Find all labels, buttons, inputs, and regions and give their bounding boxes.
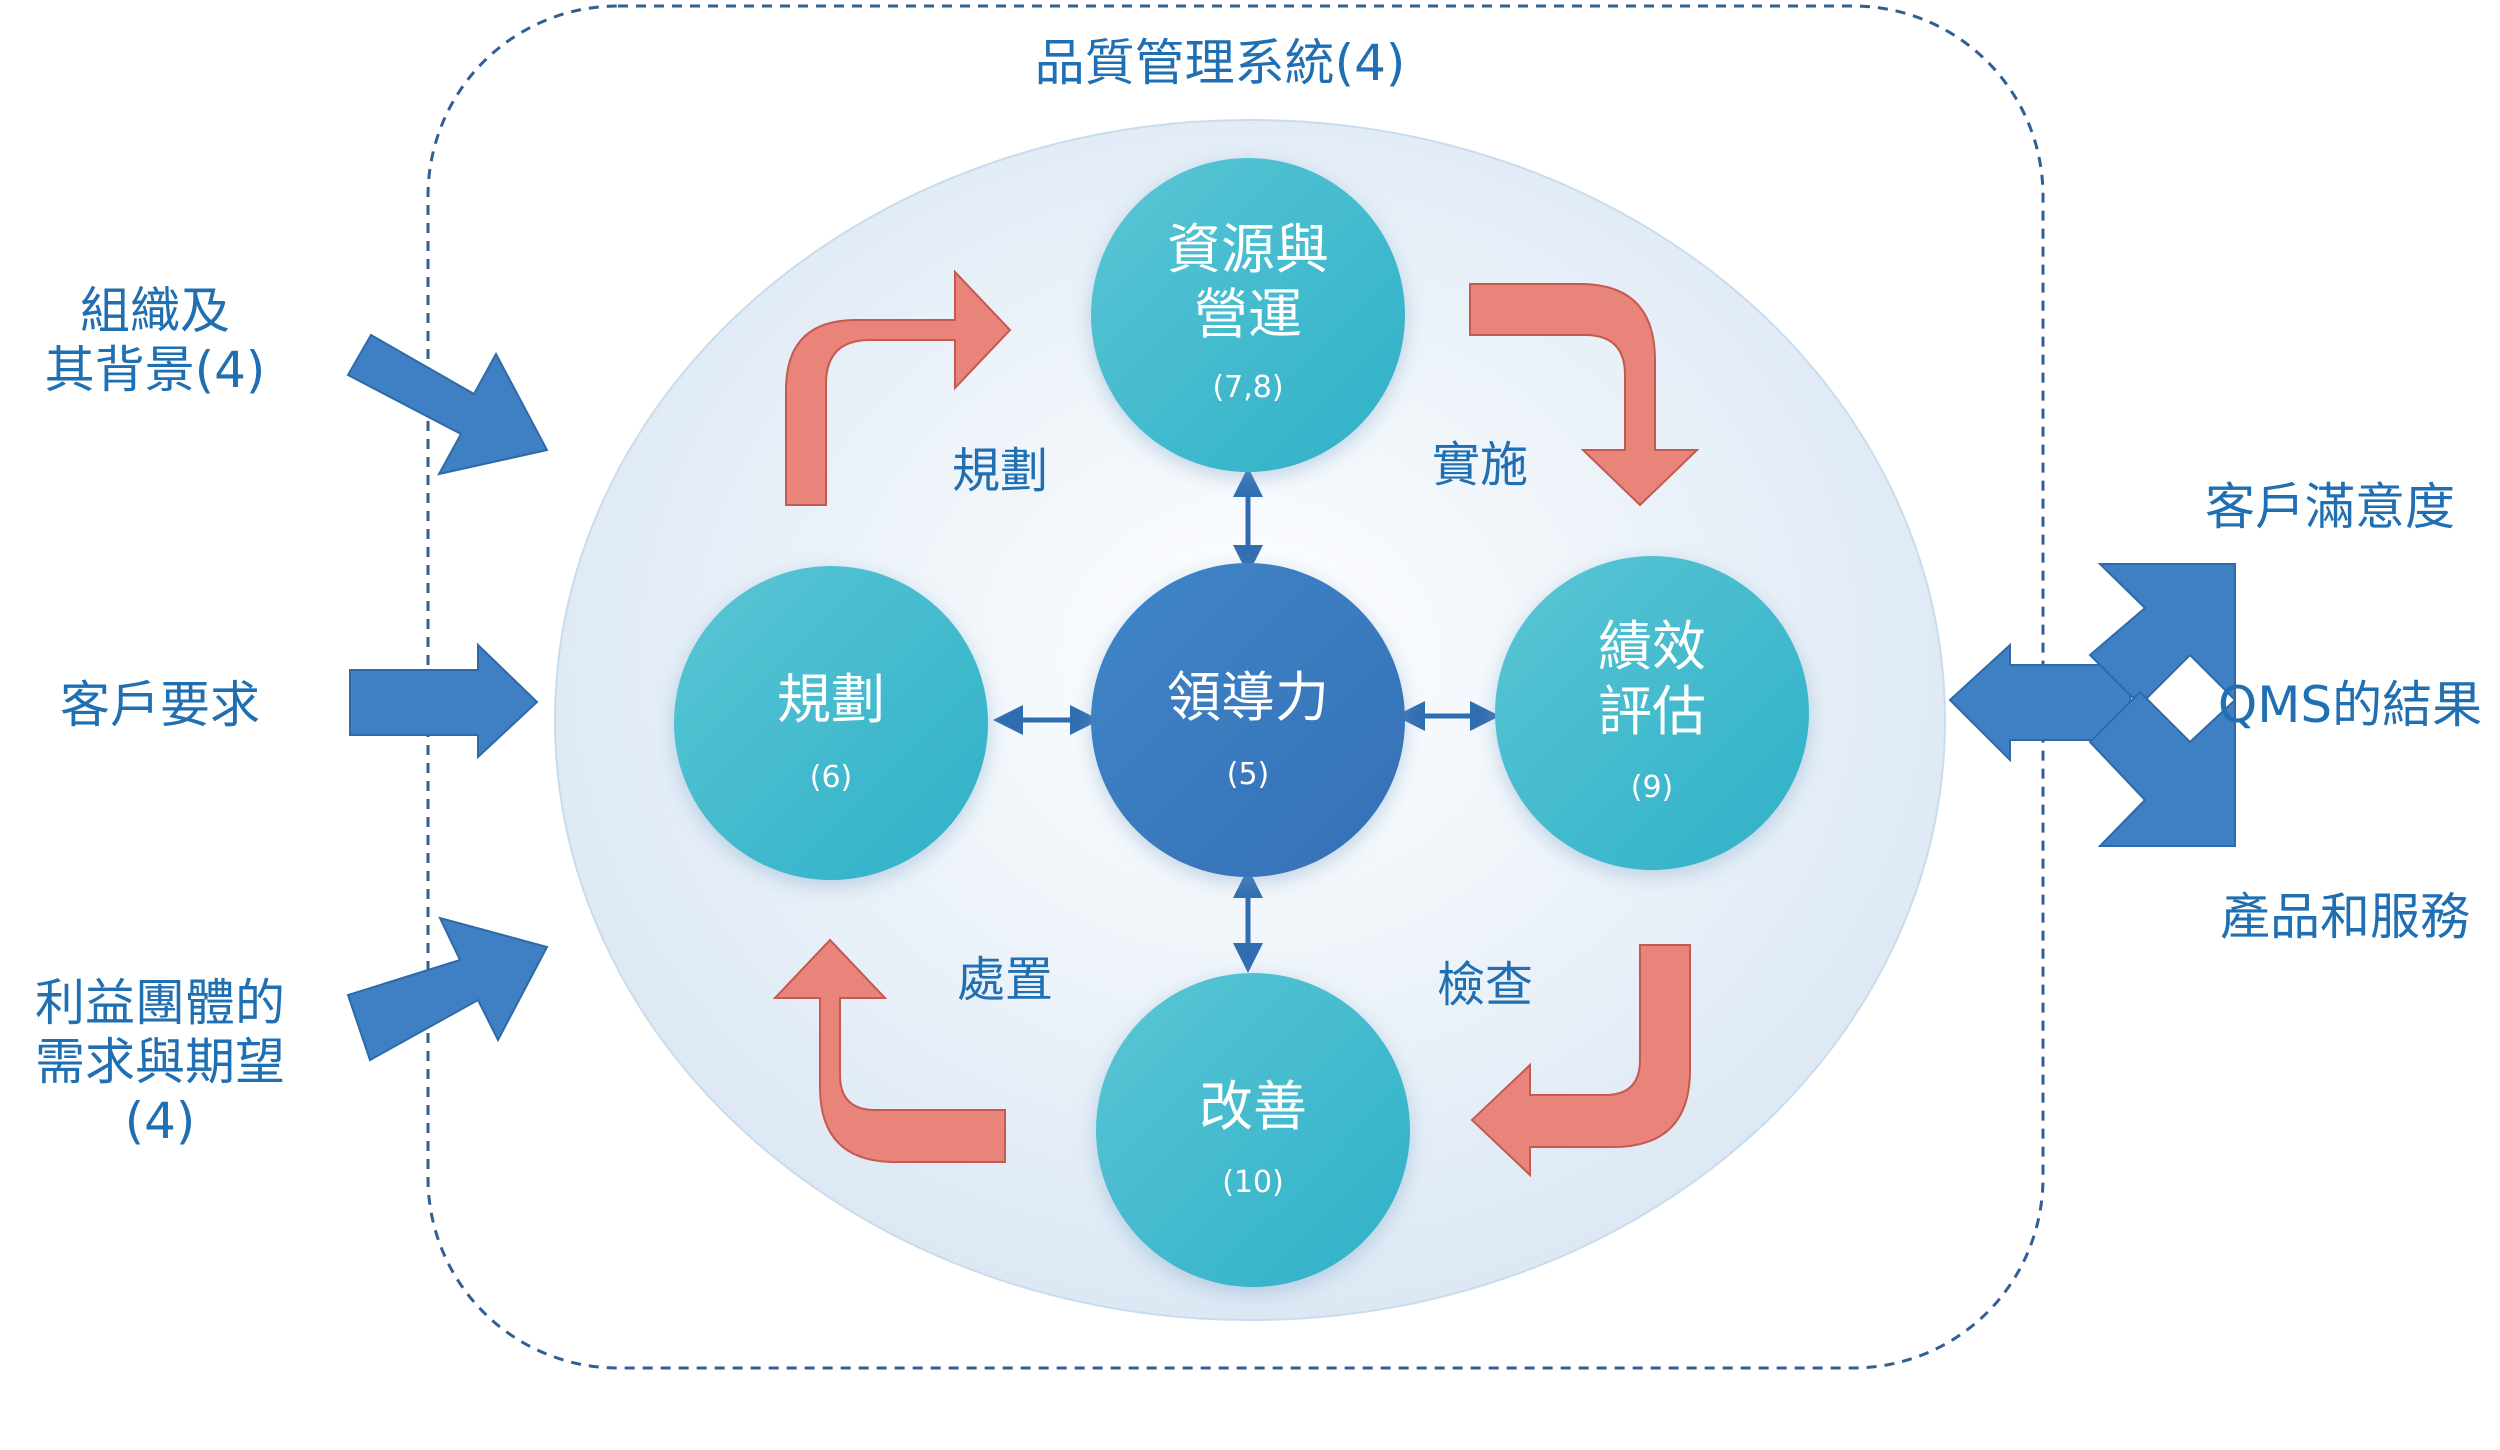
input-arrow-stakeholders xyxy=(346,916,549,1062)
output-label-results: QMS的結果 xyxy=(2217,676,2483,734)
output-label-satisfaction: 客戶滿意度 xyxy=(2205,478,2455,536)
cycle-arrow-do xyxy=(1469,283,1700,507)
node-improvement xyxy=(1096,973,1410,1287)
node-performance-evaluation xyxy=(1495,556,1809,870)
node-num-leadership: (5) xyxy=(1226,757,1270,792)
input-arrow-requirements xyxy=(349,642,539,760)
phase-label-do: 實施 xyxy=(1431,437,1528,493)
cycle-arrow-check xyxy=(1470,944,1691,1178)
cycle-arrow-plan xyxy=(785,269,1012,506)
node-title-performance-evaluation: 績效 評估 xyxy=(1598,615,1706,743)
phase-label-check: 檢查 xyxy=(1436,957,1533,1013)
node-title-improvement: 改善 xyxy=(1199,1075,1307,1138)
cycle-arrow-act xyxy=(772,938,1006,1163)
node-title-leadership: 領導力 xyxy=(1167,666,1329,729)
node-num-performance-evaluation: (9) xyxy=(1630,770,1674,805)
node-title-resources-operation: 資源與 營運 xyxy=(1167,218,1329,346)
input-arrow-context xyxy=(346,333,549,476)
node-title-planning: 規劃 xyxy=(777,668,885,731)
input-label-requirements: 客戶要求 xyxy=(60,676,260,734)
system-title: 品質管理系統(4) xyxy=(1034,34,1406,92)
phase-label-plan: 規劃 xyxy=(951,443,1048,499)
phase-label-act: 處置 xyxy=(956,952,1053,1008)
node-planning xyxy=(674,566,988,880)
output-arrow-satisfaction xyxy=(2088,563,2236,707)
node-num-improvement: (10) xyxy=(1222,1165,1284,1200)
node-resources-operation xyxy=(1091,158,1405,472)
input-label-stakeholders: 利益團體的 需求與期望 (4) xyxy=(35,974,285,1150)
output-label-products: 產品和服務 xyxy=(2220,888,2470,946)
input-label-context: 組織及 其背景(4) xyxy=(44,282,266,399)
output-arrow-products xyxy=(2088,690,2236,847)
node-num-resources-operation: (7,8) xyxy=(1212,370,1284,405)
node-leadership xyxy=(1091,563,1405,877)
node-num-planning: (6) xyxy=(809,760,853,795)
